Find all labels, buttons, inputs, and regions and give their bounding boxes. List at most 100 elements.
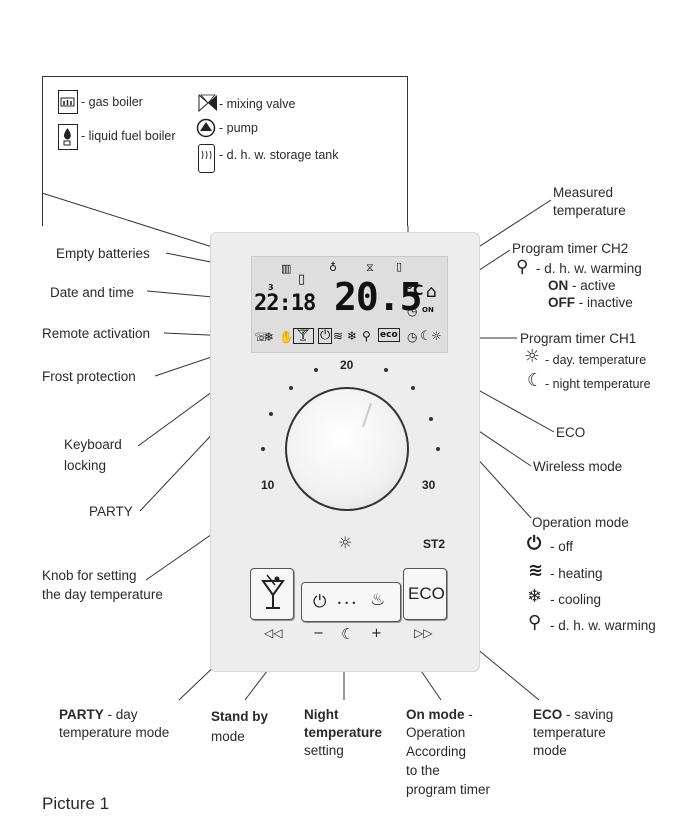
night-moon-icon: ☾ [527, 370, 544, 391]
rewind-icon: ◁◁ [264, 626, 283, 640]
scale-dot [261, 447, 265, 451]
lcd-clock-ch1-icon: ◷ [407, 330, 418, 344]
lcd-mixing-valve-icon: ⧖ [366, 261, 374, 274]
tap-icon: ⚲ [516, 257, 529, 277]
eco-button[interactable]: ECO [403, 568, 447, 620]
label-ch2-off: - inactive [575, 295, 633, 310]
label-knob-1: Knob for setting [42, 568, 137, 583]
legend-box [42, 76, 408, 226]
dhw-tank-icon [198, 144, 215, 173]
scale-dot [314, 368, 318, 372]
bottom-onmode-1: - [464, 707, 473, 722]
legend-gas-boiler: - gas boiler [81, 95, 143, 109]
lcd-dhw-tank-icon: ▯ [396, 260, 403, 273]
bottom-standby-2: mode [211, 729, 245, 744]
bottom-eco-3: mode [533, 743, 567, 758]
scale-dot [384, 368, 388, 372]
lcd-keylock-icon: ✋ [279, 330, 294, 344]
scale-dot [411, 386, 415, 390]
scale-dot [436, 447, 440, 451]
label-remote-activation: Remote activation [42, 326, 151, 341]
standby-icon[interactable]: ⏻ [313, 592, 327, 612]
label-ch1-night: - night temperature [545, 377, 651, 391]
lcd-remote-icon: ☏ [254, 330, 270, 344]
lcd-display [251, 256, 448, 353]
label-op-title: Operation mode [532, 515, 629, 530]
label-op-cooling: - cooling [550, 592, 602, 607]
legend-dhw-tank: - d. h. w. storage tank [219, 148, 339, 162]
bottom-party-1: - day [103, 707, 138, 722]
label-keyboard-locking-1: Keyboard [64, 437, 122, 452]
lcd-house-icon: ⌂ [426, 282, 437, 302]
mode-rocker-button[interactable] [301, 582, 401, 622]
plus-icon: + [371, 626, 382, 641]
day-temperature-knob[interactable] [285, 387, 409, 511]
eco-button-label: ECO [408, 584, 445, 603]
label-date-time: Date and time [50, 285, 135, 300]
party-button[interactable] [250, 568, 294, 620]
scale-20: 20 [340, 358, 354, 372]
bottom-eco-2: temperature [533, 725, 606, 740]
picture-caption: Picture 1 [42, 794, 110, 813]
legend-liquid-fuel-boiler: - liquid fuel boiler [81, 129, 176, 143]
bottom-eco-bold: ECO [533, 707, 563, 722]
mixing-valve-icon [198, 93, 218, 113]
off-icon: ⏻ [527, 533, 542, 554]
scale-10: 10 [261, 478, 275, 492]
scale-dot [269, 412, 273, 416]
lcd-off-icon: ⏻ [318, 328, 333, 344]
forward-icon: ▷▷ [414, 626, 433, 640]
sun-icon: ☼ [338, 533, 353, 552]
label-op-heating: - heating [550, 566, 603, 581]
label-eco: ECO [556, 425, 586, 440]
bottom-party-bold: PARTY [59, 707, 104, 722]
bottom-onmode-2: Operation [406, 725, 466, 740]
bottom-onmode-bold: On mode [406, 707, 465, 722]
label-measured-1: Measured [553, 185, 614, 200]
lcd-party-icon: 🍸︎ [293, 328, 314, 344]
lcd-on-tag: ON [422, 306, 434, 314]
legend-mixing-valve: - mixing valve [219, 97, 296, 111]
lcd-eco-icon: eco [378, 328, 400, 342]
lcd-cooling-icon: ❄ [347, 329, 358, 343]
label-frost-protection: Frost protection [42, 369, 136, 384]
bottom-party-2: temperature mode [59, 725, 170, 740]
label-ch2-dhw: - d. h. w. warming [536, 261, 642, 276]
bottom-standby-bold: Stand by [211, 709, 269, 724]
minus-icon: − [313, 626, 324, 641]
night-dots: • • • [337, 599, 357, 608]
gas-boiler-icon [58, 90, 78, 114]
lcd-time: 22:18 [254, 291, 316, 316]
label-knob-2: the day temperature [42, 587, 163, 602]
label-ch2-off-bold: OFF [548, 295, 575, 310]
lcd-empty-battery-icon: ▯ [298, 272, 306, 287]
label-party: PARTY [89, 504, 133, 519]
lcd-moon-icon: ☾ [420, 329, 432, 344]
label-keyboard-locking-2: locking [64, 458, 107, 473]
moon-icon: ☾ [341, 625, 355, 643]
lcd-liquid-fuel-icon: ♁ [329, 261, 338, 274]
lcd-clock-ch2-icon: ◷ [407, 304, 418, 318]
label-ch2-on: - active [568, 278, 616, 293]
label-op-off: - off [550, 539, 574, 554]
lcd-temperature: 20.5 [334, 275, 423, 319]
bottom-night-bold-1: Night [304, 707, 339, 722]
label-ch2-title: Program timer CH2 [512, 241, 629, 256]
heating-icon: ≋ [528, 560, 544, 581]
scale-dot [289, 386, 293, 390]
lcd-date-digit: 3 [268, 283, 274, 292]
on-mode-icon[interactable]: ♨ [370, 590, 386, 610]
lcd-sun-icon: ☼ [431, 329, 442, 343]
label-ch1-day: - day. temperature [545, 353, 647, 367]
label-wireless: Wireless mode [533, 459, 623, 474]
bottom-night-bold-2: temperature [304, 725, 383, 740]
lcd-tap-icon: ⚲ [362, 329, 371, 343]
label-op-dhw: - d. h. w. warming [550, 618, 656, 633]
legend-pump: - pump [219, 121, 258, 135]
dhw-tap-icon: ⚲ [528, 612, 542, 633]
label-empty-batteries: Empty batteries [56, 246, 150, 261]
label-ch1-title: Program timer CH1 [520, 331, 637, 346]
cooling-icon: ❄ [527, 586, 543, 607]
bottom-onmode-3: According [406, 744, 467, 759]
bottom-onmode-5: program timer [406, 782, 491, 797]
